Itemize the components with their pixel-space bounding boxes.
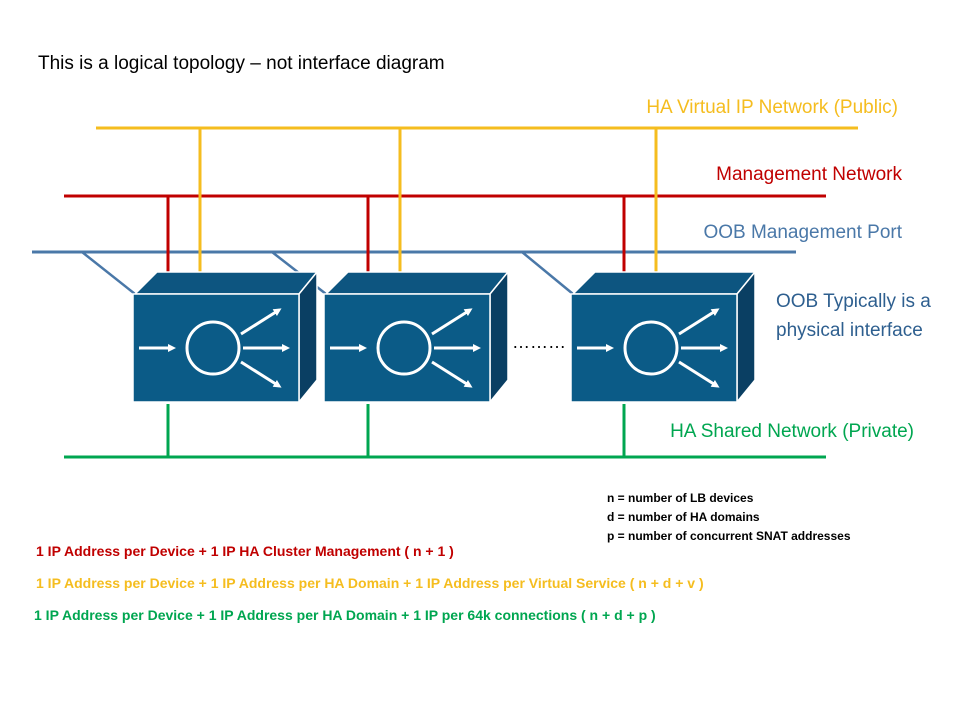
oob-link-3 [521, 251, 574, 295]
shared-ip-formula: 1 IP Address per Device + 1 IP Address p… [34, 607, 656, 623]
legend-item-n: n = number of LB devices [607, 491, 754, 505]
load-balancer-icon [577, 308, 728, 388]
load-balancer-device-2 [323, 269, 510, 405]
legend-item-p: p = number of concurrent SNAT addresses [607, 529, 851, 543]
load-balancer-device-1 [132, 269, 319, 405]
load-balancer-icon [330, 308, 481, 388]
oob-link-1 [81, 251, 136, 295]
page-title: This is a logical topology – not interfa… [38, 53, 445, 74]
variable-legend: n = number of LB devices d = number of H… [607, 489, 851, 546]
legend-item-d: d = number of HA domains [607, 510, 760, 524]
load-balancer-icon [139, 308, 290, 388]
device-ellipsis: ……… [512, 332, 566, 352]
management-network-label: Management Network [716, 164, 902, 185]
vip-ip-formula: 1 IP Address per Device + 1 IP Address p… [36, 575, 704, 591]
shared-network-label: HA Shared Network (Private) [670, 421, 914, 442]
vip-network-label: HA Virtual IP Network (Public) [646, 97, 898, 118]
oob-note: OOB Typically is a physical interface [776, 291, 931, 341]
load-balancer-device-3 [570, 269, 757, 405]
oob-network-label: OOB Management Port [703, 222, 902, 243]
management-ip-formula: 1 IP Address per Device + 1 IP HA Cluste… [36, 543, 454, 559]
